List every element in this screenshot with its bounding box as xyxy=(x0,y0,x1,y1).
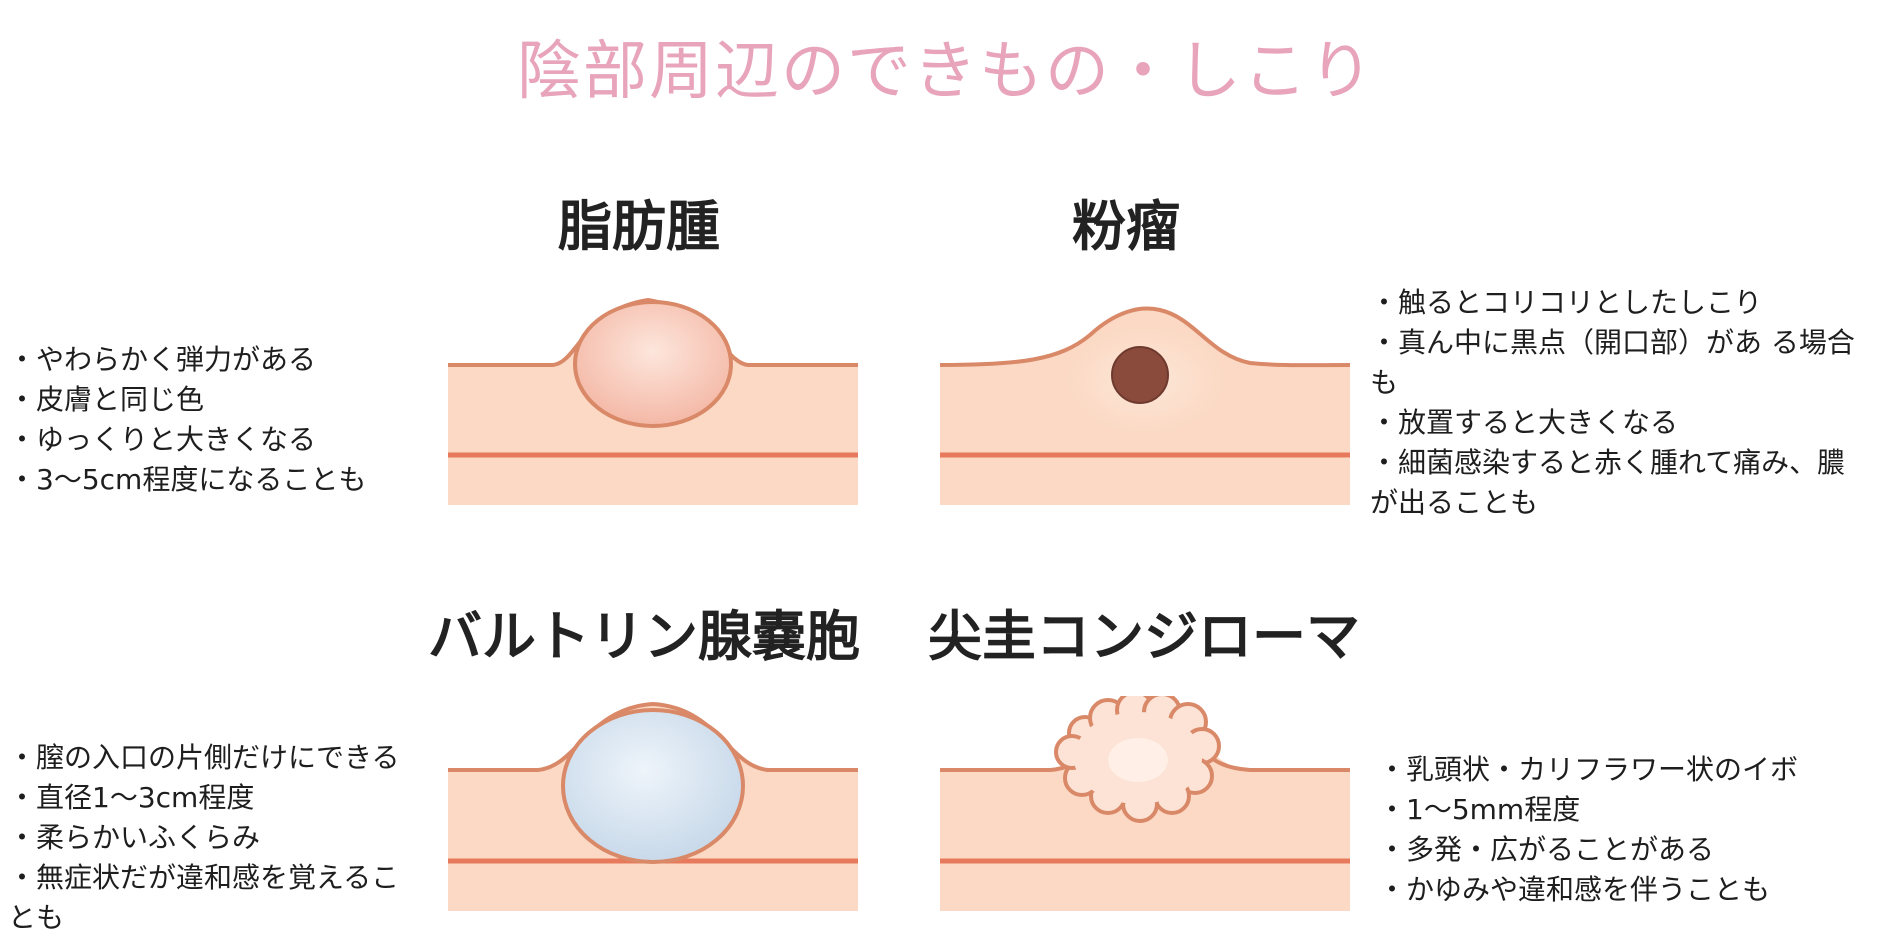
bartholin-bullet: 膣の入口の片側だけにできる xyxy=(8,738,436,778)
bartholin-bullet: 柔らかいふくらみ xyxy=(8,818,436,858)
lipoma-mass xyxy=(573,300,733,428)
black-dot-opening xyxy=(1111,346,1169,404)
lipoma-bullet: 皮膚と同じ色 xyxy=(8,380,448,420)
panel-title-condyloma: 尖圭コンジローマ xyxy=(928,605,1360,668)
lipoma-bullet: ゆっくりと大きくなる xyxy=(8,420,448,460)
lipoma-description-list: やわらかく弾力がある 皮膚と同じ色 ゆっくりと大きくなる 3〜5cm程度になるこ… xyxy=(8,340,448,500)
condyloma-bullet: 多発・広がることがある xyxy=(1378,830,1878,870)
bartholin-bullet: 直径1〜3cm程度 xyxy=(8,778,436,818)
condyloma-bullet: 1〜5mm程度 xyxy=(1378,790,1878,830)
bartholin-description-list: 膣の入口の片側だけにできる 直径1〜3cm程度 柔らかいふくらみ 無症状だが違和… xyxy=(8,738,436,938)
wart-highlight xyxy=(1108,738,1168,782)
atheroma-illustration xyxy=(940,306,1350,505)
condyloma-bullet: かゆみや違和感を伴うことも xyxy=(1378,870,1878,910)
lipoma-illustration xyxy=(448,297,858,505)
page-title: 陰部周辺のできもの・しこり xyxy=(517,35,1375,109)
lipoma-bullet: 3〜5cm程度になることも xyxy=(8,460,448,500)
condyloma-bullet: 乳頭状・カリフラワー状のイボ xyxy=(1378,750,1878,790)
panel-title-lipoma: 脂肪腫 xyxy=(558,195,720,258)
atheroma-description-list: 触るとコリコリとしたしこり 真ん中に黒点（開口部）があ る場合も 放置すると大き… xyxy=(1370,283,1880,523)
skin-surface-line xyxy=(940,306,1350,368)
panel-title-atheroma: 粉瘤 xyxy=(1072,195,1180,258)
atheroma-bullet: 真ん中に黒点（開口部）があ る場合も xyxy=(1370,323,1880,403)
skin-surface-line xyxy=(448,701,858,772)
atheroma-bullet: 触るとコリコリとしたしこり xyxy=(1370,283,1880,323)
bartholin-bullet: 無症状だが違和感を覚えるこ とも xyxy=(8,858,436,938)
atheroma-bullet: 細菌感染すると赤く腫れて痛み、膿 が出ることも xyxy=(1370,443,1880,523)
lipoma-bullet: やわらかく弾力がある xyxy=(8,340,448,380)
bartholin-cyst xyxy=(561,708,745,864)
skin-layer xyxy=(940,738,1350,911)
atheroma-bullet: 放置すると大きくなる xyxy=(1370,403,1880,443)
bartholin-illustration xyxy=(448,701,858,911)
condyloma-description-list: 乳頭状・カリフラワー状のイボ 1〜5mm程度 多発・広がることがある かゆみや違… xyxy=(1378,750,1878,910)
panel-title-bartholin: バルトリン腺嚢胞 xyxy=(428,605,860,668)
condyloma-illustration xyxy=(940,696,1350,911)
